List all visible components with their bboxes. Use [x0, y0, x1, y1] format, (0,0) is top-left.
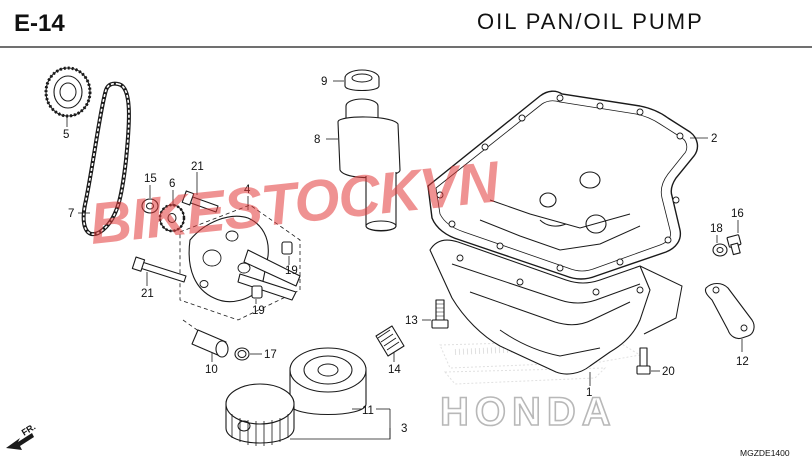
- callout-11: 11: [362, 405, 374, 417]
- callout-15: 15: [144, 173, 157, 185]
- part-1-oil-pan: [429, 171, 683, 375]
- leader-3: [290, 428, 391, 440]
- part-3-filter-fluted: [225, 383, 295, 446]
- part-7-chain: [81, 81, 131, 236]
- part-21-bolt-upper: [181, 190, 219, 213]
- callout-3: 3: [401, 423, 407, 435]
- part-6-driven-sprocket: [158, 203, 186, 233]
- callout-20: 20: [662, 366, 675, 378]
- front-direction-indicator: FR.: [6, 422, 37, 450]
- part-9-filler-cap: [344, 69, 380, 92]
- callout-19-lower: 19: [252, 305, 265, 317]
- part-5-sprocket: [44, 66, 92, 118]
- callout-4: 4: [244, 184, 251, 196]
- callout-6: 6: [169, 178, 175, 190]
- callout-2: 2: [711, 133, 717, 145]
- part-15-nut: [141, 198, 159, 214]
- part-4-oil-pump: [179, 204, 301, 321]
- header: E-14 OIL PAN/OIL PUMP: [0, 9, 812, 48]
- callout-8: 8: [314, 134, 320, 146]
- callout-1: 1: [586, 387, 592, 399]
- page-title: OIL PAN/OIL PUMP: [477, 9, 704, 34]
- callout-19-upper: 19: [285, 265, 298, 277]
- callout-13: 13: [405, 315, 418, 327]
- part-14-stud: [375, 325, 405, 357]
- front-label: FR.: [20, 422, 38, 438]
- callout-16: 16: [731, 208, 744, 220]
- callout-21-lower: 21: [141, 288, 154, 300]
- callout-17: 17: [264, 349, 277, 361]
- section-code: E-14: [14, 10, 65, 37]
- callout-12: 12: [736, 356, 749, 368]
- part-20-bolt: [636, 347, 651, 375]
- callout-9: 9: [321, 76, 327, 88]
- part-18-washer: [712, 243, 728, 257]
- part-21-bolt-lower: [131, 256, 187, 283]
- callouts: 5 7 15 6 21 4 19 19 21 10 17 9 8 14 11 3…: [63, 76, 749, 435]
- part-8-filler-neck: [337, 98, 401, 232]
- brand-text: HONDA: [440, 390, 617, 434]
- callout-18: 18: [710, 223, 723, 235]
- part-17-o-ring: [234, 347, 250, 361]
- part-12-bracket: [704, 282, 755, 340]
- reference-code: MGZDE1400: [740, 448, 790, 458]
- part-11-filter: [289, 347, 367, 415]
- callout-10: 10: [205, 364, 218, 376]
- callout-7: 7: [68, 208, 74, 220]
- callout-14: 14: [388, 364, 401, 376]
- callout-5: 5: [63, 129, 69, 141]
- front-arrow-icon: [6, 433, 34, 450]
- part-10-collar: [182, 319, 229, 358]
- part-16-bolt: [726, 234, 742, 256]
- callout-21-upper: 21: [191, 161, 204, 173]
- part-13-drain-bolt: [431, 299, 449, 329]
- part-2-gasket: [427, 90, 699, 280]
